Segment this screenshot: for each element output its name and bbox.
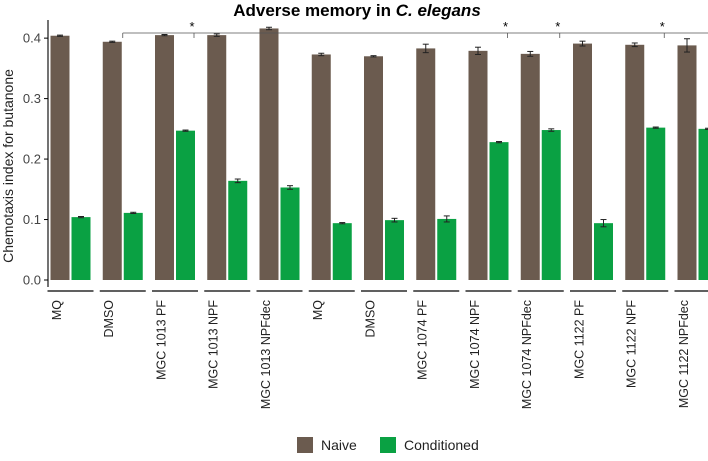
y-tick-label: 0.1 <box>23 212 41 227</box>
legend-swatch-conditioned <box>380 437 396 453</box>
bar-naive <box>102 41 122 280</box>
bar-naive <box>311 54 331 280</box>
x-axis: MQ DMSO MGC 1013 PF MGC 1013 NPF MGC 1013 NP… <box>47 290 708 409</box>
x-tick-label: MGC 1122 NPFdec <box>677 300 691 408</box>
x-tick-label: MGC 1074 NPF <box>468 300 482 389</box>
bar-naive <box>520 53 540 280</box>
bar-conditioned <box>228 180 248 280</box>
significance-star: * <box>555 19 560 34</box>
x-tick-label: MQ <box>311 300 325 320</box>
x-tick-label: MGC 1013 NPFdec <box>259 300 273 409</box>
bar-conditioned <box>176 130 195 280</box>
bars <box>50 26 708 281</box>
x-tick-label: MGC 1122 NPF <box>625 300 639 388</box>
bar-naive <box>416 48 436 280</box>
bar-naive <box>677 45 697 280</box>
bar-conditioned <box>594 223 613 280</box>
x-tick-label: MGC 1013 NPF <box>207 300 221 389</box>
significance-star: * <box>189 19 194 34</box>
significance-markers: ***** <box>122 19 708 38</box>
bar-conditioned <box>71 217 91 280</box>
significance-star: * <box>660 19 665 34</box>
x-tick-label: MQ <box>50 300 64 320</box>
bar-naive <box>625 44 645 281</box>
bar-conditioned <box>646 127 666 281</box>
bar-naive <box>364 56 383 280</box>
bar-conditioned <box>698 128 708 280</box>
bar-conditioned <box>385 220 404 280</box>
bar-naive <box>50 35 70 280</box>
legend: Naive Conditioned <box>297 437 479 453</box>
bar-naive <box>207 35 227 281</box>
y-tick-label: 0.4 <box>23 31 41 46</box>
y-tick-label: 0.3 <box>23 91 41 106</box>
bar-conditioned <box>541 130 561 280</box>
x-tick-label: DMSO <box>363 300 377 338</box>
y-tick-label: 0.2 <box>23 152 41 167</box>
x-tick-label: MGC 1013 PF <box>154 300 168 380</box>
chart-title: Adverse memory in C. elegans <box>233 1 481 20</box>
bar-conditioned <box>123 212 143 280</box>
x-tick-label: MGC 1074 NPFdec <box>520 300 534 409</box>
bar-conditioned <box>489 142 509 280</box>
y-axis: 0.0 0.1 0.2 0.3 0.4 <box>23 20 49 288</box>
bar-naive <box>573 43 592 281</box>
x-tick-label: MGC 1122 PF <box>572 300 586 379</box>
bar-conditioned <box>437 218 457 280</box>
y-tick-label: 0.0 <box>23 273 41 288</box>
y-axis-label: Chemotaxis index for butanone <box>0 69 16 263</box>
bar-naive <box>155 35 174 281</box>
legend-swatch-naive <box>297 437 313 453</box>
bar-conditioned <box>332 223 352 280</box>
bar-naive <box>259 28 279 280</box>
significance-star: * <box>503 19 508 34</box>
x-tick-label: DMSO <box>102 300 116 338</box>
legend-label: Conditioned <box>404 437 479 453</box>
bar-conditioned <box>280 187 300 280</box>
bar-naive <box>468 50 488 281</box>
legend-label: Naive <box>321 437 357 453</box>
x-tick-label: MGC 1074 PF <box>416 300 430 380</box>
